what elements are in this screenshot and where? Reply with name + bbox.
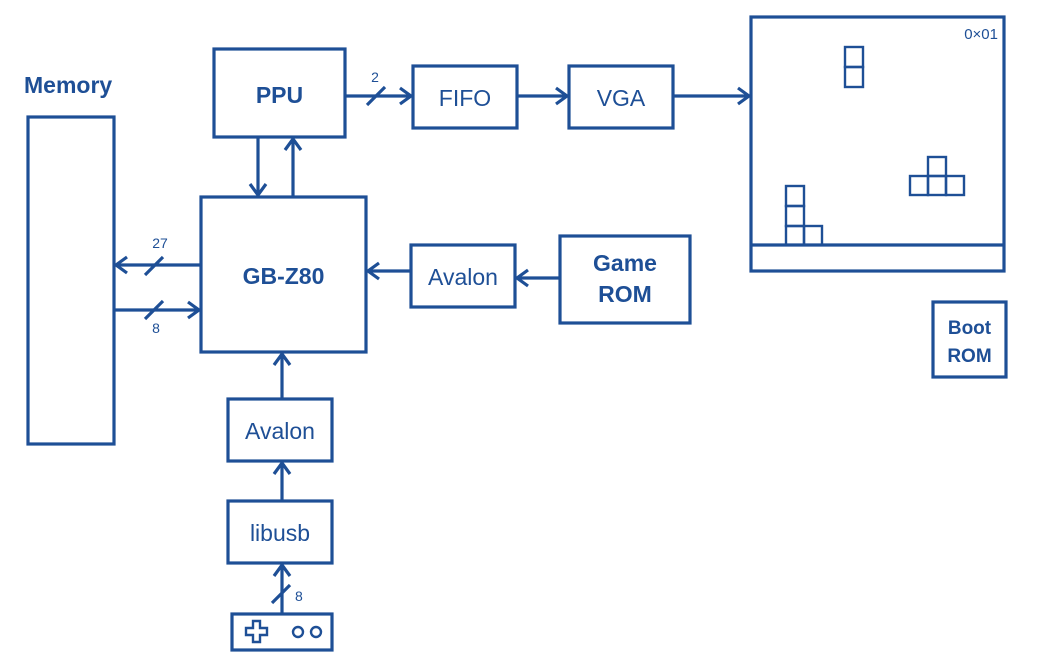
falling-tetromino	[843, 45, 865, 89]
controller-to-libusb-arrow	[270, 562, 292, 614]
cpu-block	[199, 195, 368, 354]
bus-slash	[365, 85, 387, 107]
boot-rom-label-line2: ROM	[947, 346, 991, 367]
memory-block	[26, 115, 116, 446]
game-rom-label-line2: ROM	[598, 281, 652, 307]
bus-slash	[143, 299, 165, 321]
avalon-game-label: Avalon	[428, 264, 498, 290]
cpu-to-ppu-arrow	[283, 136, 303, 197]
avalon-usb-label: Avalon	[245, 418, 315, 444]
vga-to-screen-arrow	[673, 86, 752, 106]
vga-block	[567, 64, 675, 130]
fifo-to-vga-arrow	[517, 86, 570, 106]
button-b-icon	[309, 625, 323, 639]
l-tetromino	[784, 184, 824, 247]
ppu-label: PPU	[256, 82, 303, 108]
bus-slash	[270, 583, 292, 605]
cpu-label: GB-Z80	[243, 263, 325, 289]
t-tetromino	[908, 155, 966, 197]
game-rom-to-avalon-arrow	[514, 268, 560, 288]
dpad-icon	[244, 619, 269, 644]
vga-label: VGA	[597, 85, 646, 111]
bus-width-memory-cpu: 8	[152, 320, 160, 336]
fifo-label: FIFO	[439, 85, 491, 111]
avalon-usb-to-cpu-arrow	[272, 351, 292, 399]
cpu-to-memory-arrow	[113, 255, 201, 277]
ppu-to-fifo-arrow	[345, 85, 414, 107]
libusb-to-avalon-arrow	[272, 460, 292, 501]
memory-to-cpu-arrow	[114, 299, 202, 321]
ppu-to-cpu-arrow	[248, 137, 268, 198]
avalon-game-block	[409, 243, 517, 309]
libusb-block	[226, 499, 334, 565]
boot-rom-block	[931, 300, 1008, 379]
memory-label: Memory	[24, 72, 112, 98]
bus-width-controller-libusb: 8	[295, 588, 303, 604]
boot-rom-label-line1: Boot	[948, 318, 992, 339]
display-screen: 0×01	[749, 15, 1006, 273]
bus-width-ppu-fifo: 2	[371, 69, 379, 85]
gamepad-icon	[230, 612, 334, 652]
button-a-icon	[291, 625, 305, 639]
game-rom-label-line1: Game	[593, 250, 657, 276]
libusb-label: libusb	[250, 520, 310, 546]
bus-slash	[143, 255, 165, 277]
bus-width-cpu-memory: 27	[152, 235, 168, 251]
fifo-block	[411, 64, 519, 130]
avalon-usb-block	[226, 397, 334, 463]
ppu-block	[212, 47, 347, 139]
screen-score-text: 0×01	[964, 26, 998, 43]
avalon-to-cpu-arrow	[365, 261, 411, 281]
